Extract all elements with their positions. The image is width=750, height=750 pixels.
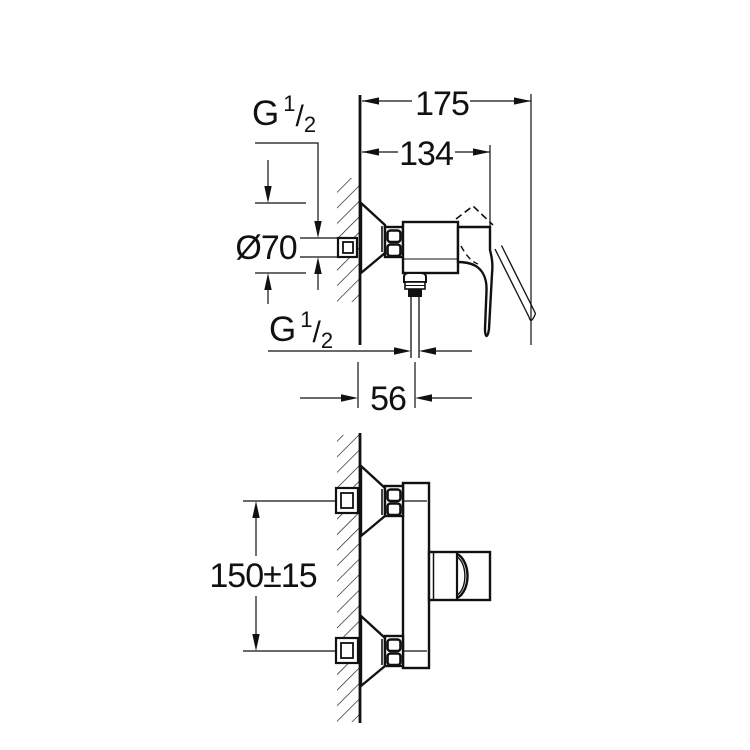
dim-total-depth-label: 175 — [415, 85, 470, 123]
wall-hatching-front — [337, 435, 359, 722]
escutcheon-side — [359, 200, 387, 276]
dim-outlet-offset-label: 56 — [370, 380, 407, 418]
thread-label-numerator: 1 — [300, 307, 313, 332]
union-nut-bottom — [383, 634, 405, 668]
lever-handle-side — [456, 225, 494, 338]
escutcheon-bottom — [359, 613, 387, 689]
dim-body-depth-label: 134 — [399, 135, 454, 173]
dim-inlet-spacing-label: 150±15 — [209, 557, 317, 595]
thread-label-slash: / — [295, 100, 304, 133]
mixer-body-side — [401, 220, 460, 275]
union-nut-top — [383, 484, 405, 518]
lever-raised-outline — [494, 245, 537, 321]
thread-label-base: G — [252, 94, 280, 133]
thread-label-numerator: 1 — [283, 91, 296, 116]
dimension-lines-side — [255, 94, 532, 408]
lever-handle-front — [427, 550, 492, 602]
side-view — [255, 94, 537, 408]
inlet-union-square-bottom — [334, 636, 360, 665]
outlet-connector — [403, 272, 427, 358]
inlet-union-square-top — [334, 486, 360, 515]
front-view — [243, 433, 492, 723]
outlet-pipe-lines — [410, 297, 420, 358]
escutcheon-top — [359, 463, 387, 539]
thread-label-base: G — [269, 310, 297, 349]
thread-label-denominator: 2 — [320, 328, 334, 353]
escutcheon-diameter-label: Ø70 — [235, 229, 297, 267]
union-nut-side — [383, 225, 405, 259]
thread-label-denominator: 2 — [303, 112, 317, 137]
inlet-union-square-side — [336, 236, 359, 259]
lever-alt-position-dashed — [455, 204, 494, 265]
mixer-body-front — [401, 481, 431, 670]
thread-label-slash: / — [312, 316, 321, 349]
